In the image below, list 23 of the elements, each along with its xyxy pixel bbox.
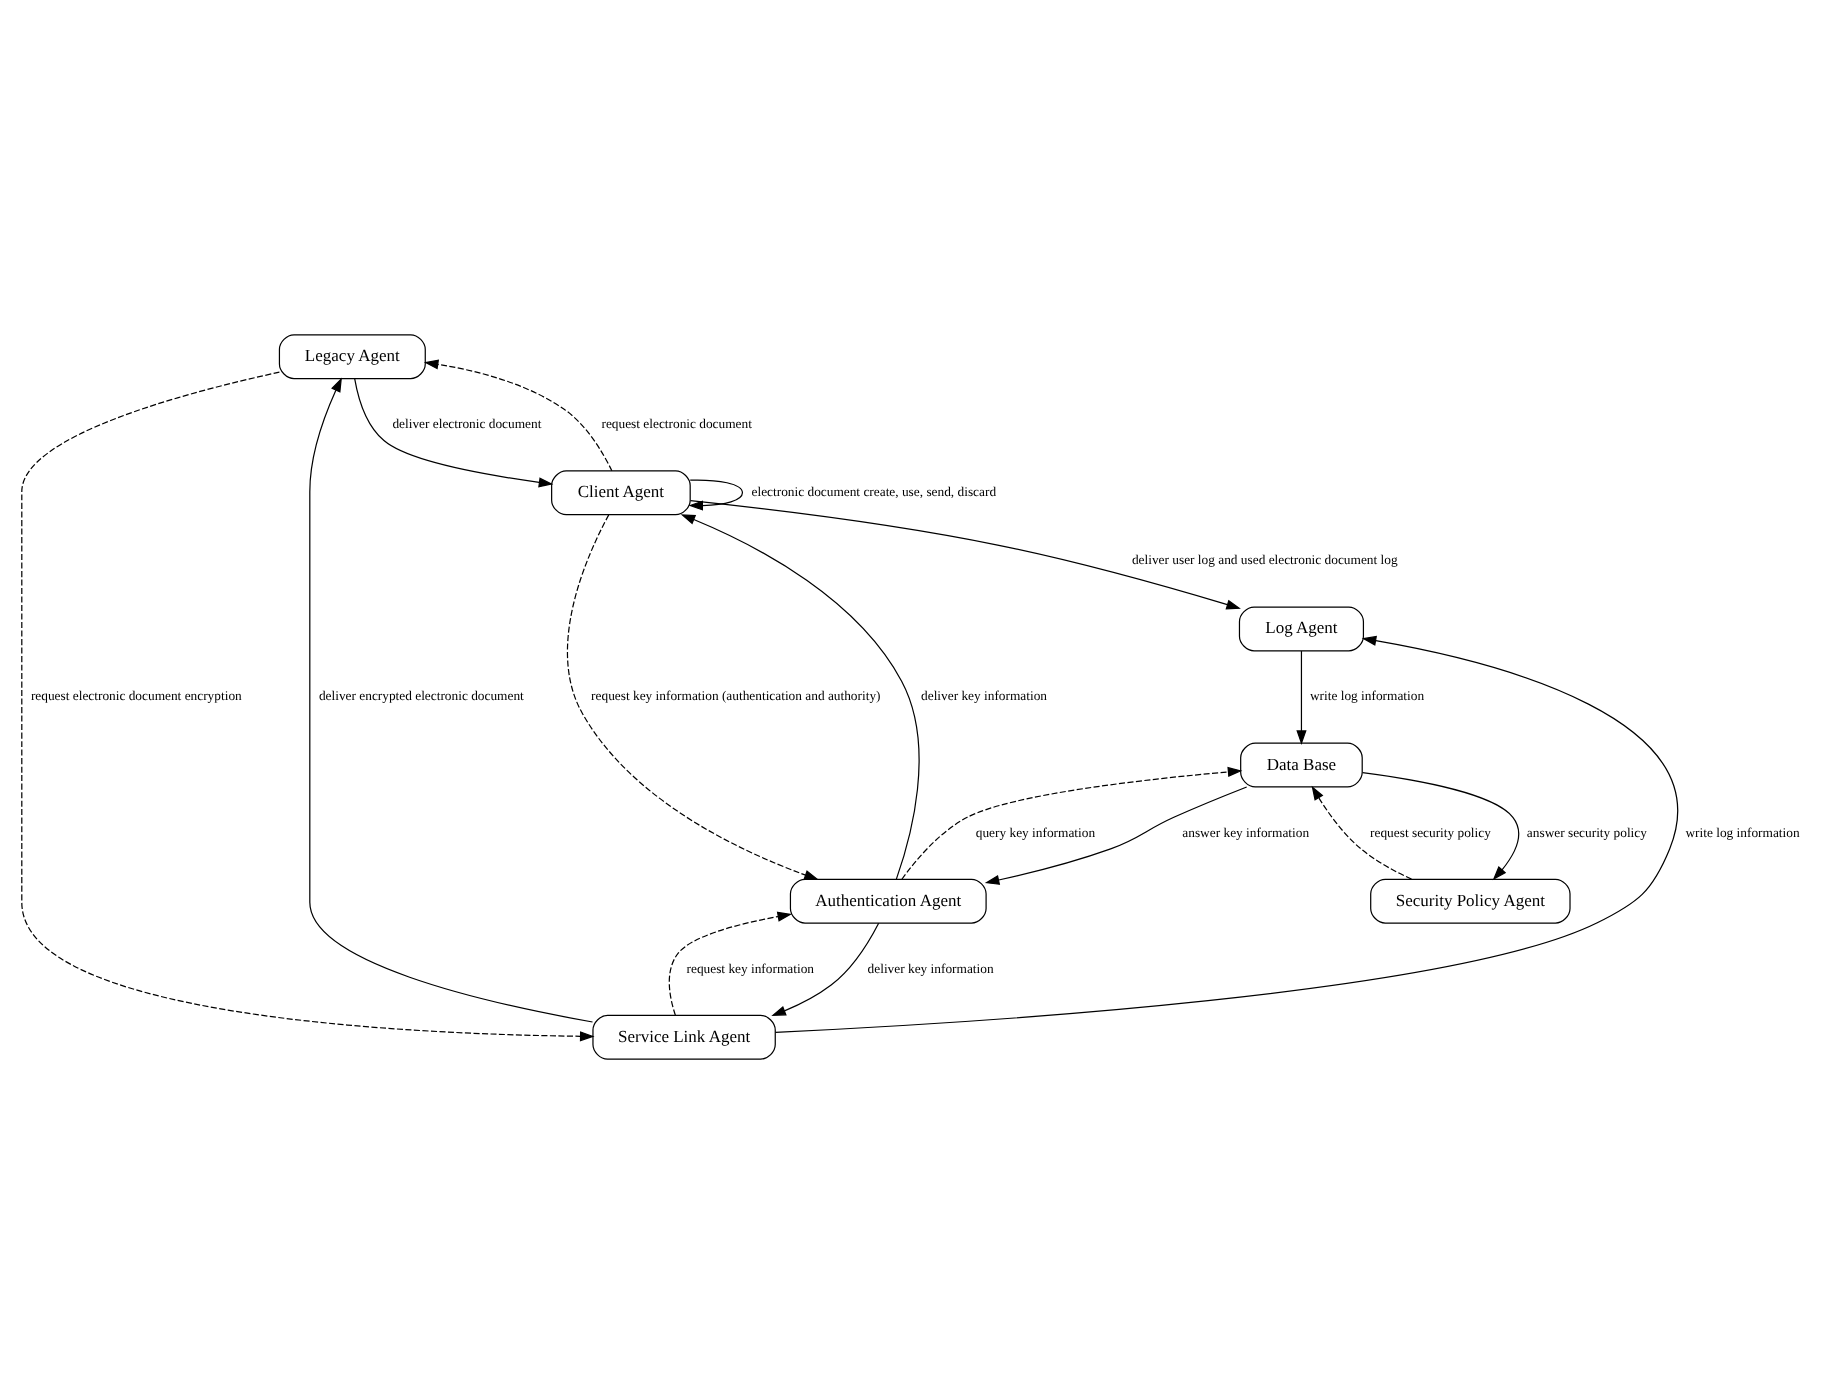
arrow (689, 499, 1241, 609)
arrow (309, 376, 594, 1022)
arrow (668, 910, 793, 1015)
node-box: Legacy Agent (278, 333, 426, 379)
arrow (901, 765, 1243, 879)
node-box: Service Link Agent (592, 1013, 776, 1059)
arrow (21, 370, 595, 1041)
arrow (1296, 649, 1307, 744)
node-box: Security Policy Agent (1370, 877, 1571, 923)
arrow (984, 785, 1248, 884)
arrow (1311, 784, 1413, 879)
arrow (774, 634, 1678, 1032)
arrow (1361, 771, 1520, 880)
node-box: Client Agent (551, 469, 691, 515)
arrow (771, 921, 880, 1015)
arrow (423, 358, 613, 471)
arrow (354, 377, 554, 487)
node-box: Log Agent (1238, 605, 1365, 651)
arrow (680, 513, 920, 879)
node-box: Authentication Agent (789, 877, 987, 923)
arrow (567, 513, 819, 879)
node-box: Data Base (1240, 741, 1363, 787)
arrow (688, 478, 744, 510)
